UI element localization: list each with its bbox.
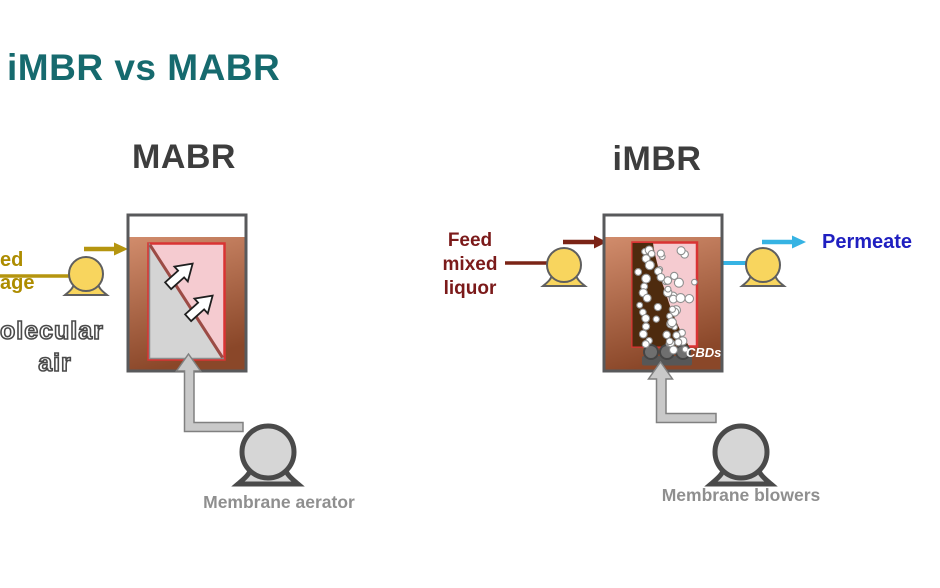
mabr-feed-pump-icon — [64, 256, 108, 296]
membrane-blowers-label: Membrane blowers — [661, 485, 821, 505]
permeate-label: Permeate — [822, 231, 913, 253]
imbr-diagram — [505, 213, 806, 484]
permeate-arrowhead-icon — [792, 235, 806, 249]
mabr-feed-label: ed age — [0, 249, 34, 295]
mabr-feed-label-line2: age — [0, 272, 35, 294]
mabr-membrane-wall — [148, 244, 224, 359]
mabr-diagram — [0, 213, 298, 484]
molecular-air-label-line1: olecular — [0, 316, 104, 346]
mabr-heading: MABR — [132, 138, 236, 176]
mabr-feed-label-line1: ed — [0, 249, 24, 271]
cbds-label: CBDs — [686, 345, 722, 360]
molecular-air-label-line2: air — [37, 348, 72, 378]
imbr-heading: iMBR — [612, 140, 702, 178]
mabr-feed-arrowhead-icon — [114, 242, 128, 256]
imbr-feed-label-line1: Feed — [447, 230, 493, 251]
imbr-feed-pump-icon — [542, 247, 586, 287]
imbr-feed-label-line2: mixed — [442, 254, 498, 275]
membrane-blower-icon — [711, 426, 771, 484]
fine-bubbles — [634, 245, 698, 355]
membrane-aerator-label: Membrane aerator — [203, 492, 355, 512]
coarse-bubble-diffuser-icon — [643, 344, 659, 360]
imbr-feed-arrowhead-icon — [594, 235, 607, 249]
mabr-air-supply-arrow — [175, 352, 244, 433]
imbr-feed-label: Feed mixed liquor — [428, 229, 512, 301]
membrane-aerator-blower-icon — [238, 426, 298, 484]
imbr-air-supply-arrow — [647, 360, 717, 424]
permeate-pump-icon — [741, 247, 785, 287]
imbr-feed-label-line3: liquor — [443, 278, 497, 299]
page-title: iMBR vs MABR — [7, 47, 281, 88]
